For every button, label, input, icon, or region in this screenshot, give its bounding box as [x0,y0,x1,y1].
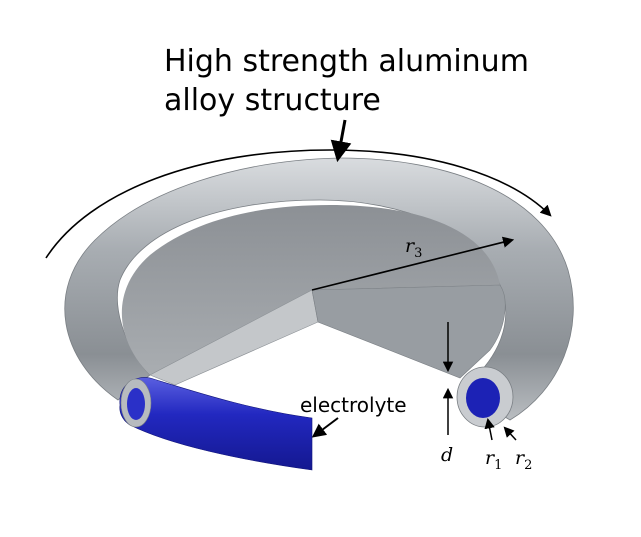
r2-label: r2 [515,447,532,473]
r1-label: r1 [485,447,502,473]
tube-cross-section-electrolyte [466,378,500,418]
inner-disk [121,205,501,375]
d-label: d [441,444,453,466]
rotation-arrow [45,149,552,259]
electrolyte-tube-left-core [127,388,145,420]
electrolyte-arrow [311,417,339,438]
cutaway-face-right [311,284,506,379]
electrolyte-label: electrolyte [300,393,407,417]
r1-arrow [484,417,495,441]
structure-pointer-arrow [330,119,352,163]
r3-arrow [311,236,515,291]
torus-outer-shell [64,157,574,421]
title-line-1: High strength aluminum [164,44,529,79]
title-line-2: alloy structure [164,83,381,118]
r2-arrow [503,426,517,441]
r3-label: r3 [405,235,422,261]
